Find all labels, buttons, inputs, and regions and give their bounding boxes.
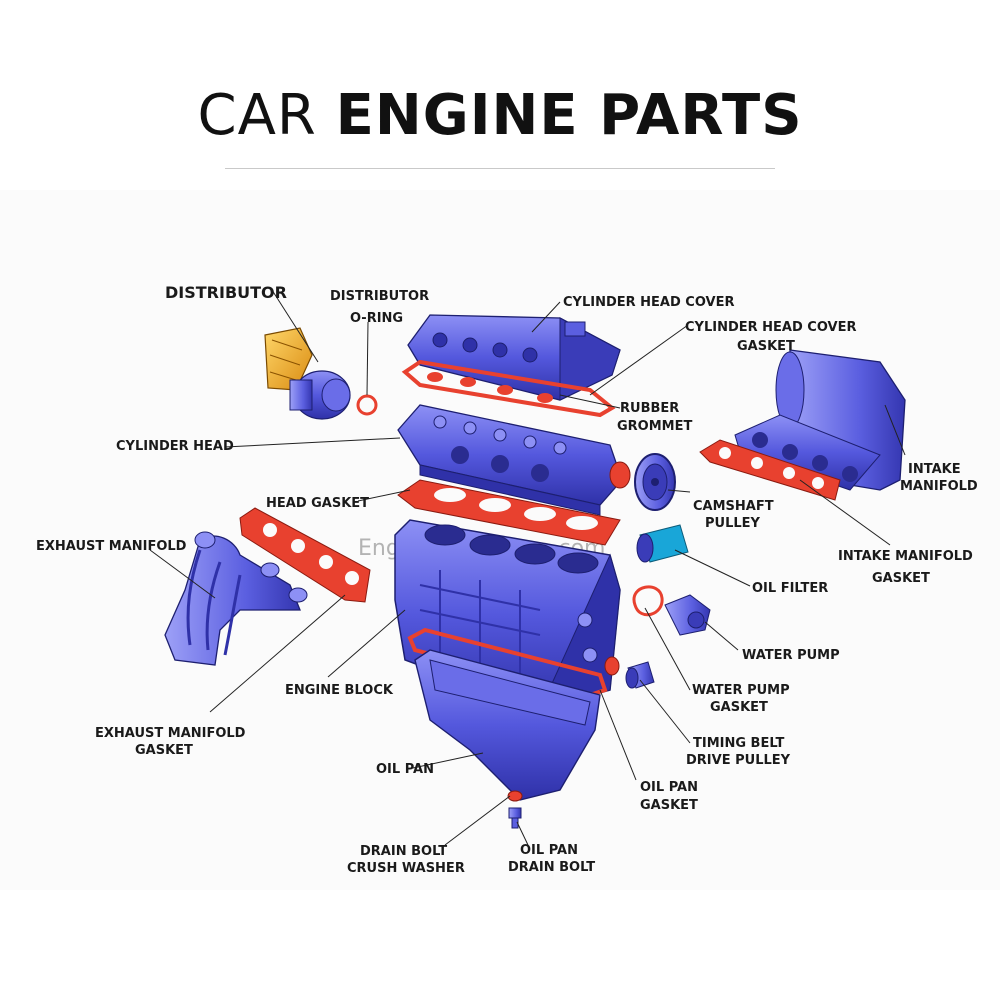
rubber-grommet-part (427, 372, 553, 403)
title-light: CAR (197, 83, 317, 148)
label-water-pump-gasket-line2: GASKET (710, 700, 768, 715)
label-distributor-oring-line2: O-RING (350, 311, 403, 326)
label-drain-bolt-crush-washer-line2: CRUSH WASHER (347, 861, 465, 876)
label-oil-pan-gasket-line2: GASKET (640, 798, 698, 813)
drain-bolt-crush-washer-part (507, 790, 523, 802)
timing-belt-drive-pulley-part (604, 656, 655, 689)
intake-manifold-part (734, 349, 906, 491)
label-water-pump: WATER PUMP (742, 648, 840, 663)
label-cylinder-head-cover-gasket-line1: CYLINDER HEAD COVER (685, 320, 857, 335)
label-engine-block: ENGINE BLOCK (285, 683, 394, 698)
label-timing-belt-drive-pulley-line2: DRIVE PULLEY (686, 753, 791, 768)
label-oil-pan-drain-bolt-line1: OIL PAN (520, 843, 578, 858)
exhaust-manifold-gasket-part (239, 507, 371, 603)
leader-lines (149, 289, 906, 846)
label-intake-manifold-gasket-line1: INTAKE MANIFOLD (838, 549, 973, 564)
label-cylinder-head: CYLINDER HEAD (116, 439, 234, 454)
camshaft-pulley-part (634, 453, 676, 511)
label-exhaust-manifold-gasket-line2: GASKET (135, 743, 193, 758)
label-oil-pan-drain-bolt-line2: DRAIN BOLT (508, 860, 595, 875)
oil-filter-part (636, 524, 689, 563)
label-distributor-oring-line1: DISTRIBUTOR (330, 289, 429, 304)
water-pump-part (664, 594, 711, 636)
cylinder-head-cover-part (407, 314, 621, 401)
label-oil-filter: OIL FILTER (752, 581, 828, 596)
label-cylinder-head-cover-gasket-line2: GASKET (737, 339, 795, 354)
label-rubber-grommet-line1: RUBBER (620, 401, 679, 416)
label-camshaft-pulley-line2: PULLEY (705, 516, 761, 531)
label-intake-manifold-line2: MANIFOLD (900, 479, 978, 494)
label-exhaust-manifold: EXHAUST MANIFOLD (36, 539, 187, 554)
label-camshaft-pulley-line1: CAMSHAFT (693, 499, 774, 514)
label-exhaust-manifold-gasket-line1: EXHAUST MANIFOLD (95, 726, 246, 741)
label-distributor: DISTRIBUTOR (165, 283, 287, 302)
oil-pan-part (414, 649, 601, 801)
label-drain-bolt-crush-washer-line1: DRAIN BOLT (360, 844, 447, 859)
label-intake-manifold-gasket-line2: GASKET (872, 571, 930, 586)
head-gasket-part (397, 479, 621, 546)
oil-pan-drain-bolt-part (508, 807, 522, 829)
cylinder-head-part (397, 404, 631, 516)
title-bold: ENGINE PARTS (335, 83, 803, 148)
exhaust-manifold-part (164, 531, 308, 666)
cylinder-head-cover-gasket-part (401, 359, 616, 418)
label-water-pump-gasket-line1: WATER PUMP (692, 683, 790, 698)
water-pump-gasket-part (632, 585, 664, 617)
label-intake-manifold-line1: INTAKE (908, 462, 961, 477)
distributor-part (264, 327, 351, 420)
label-cylinder-head-cover: CYLINDER HEAD COVER (563, 295, 735, 310)
title-divider (225, 168, 775, 169)
label-oil-pan: OIL PAN (376, 762, 434, 777)
page-title: CAR ENGINE PARTS (0, 88, 1000, 144)
label-oil-pan-gasket-line1: OIL PAN (640, 780, 698, 795)
diagram-panel: EngineeringLearn.com (0, 190, 1000, 890)
label-rubber-grommet-line2: GROMMET (617, 419, 692, 434)
label-head-gasket: HEAD GASKET (266, 496, 369, 511)
distributor-oring-part (356, 394, 378, 416)
oil-pan-gasket-part (407, 627, 608, 698)
intake-manifold-gasket-part (699, 439, 841, 501)
engine-diagram: EngineeringLearn.com (36, 283, 978, 876)
label-timing-belt-drive-pulley-line1: TIMING BELT (693, 736, 784, 751)
